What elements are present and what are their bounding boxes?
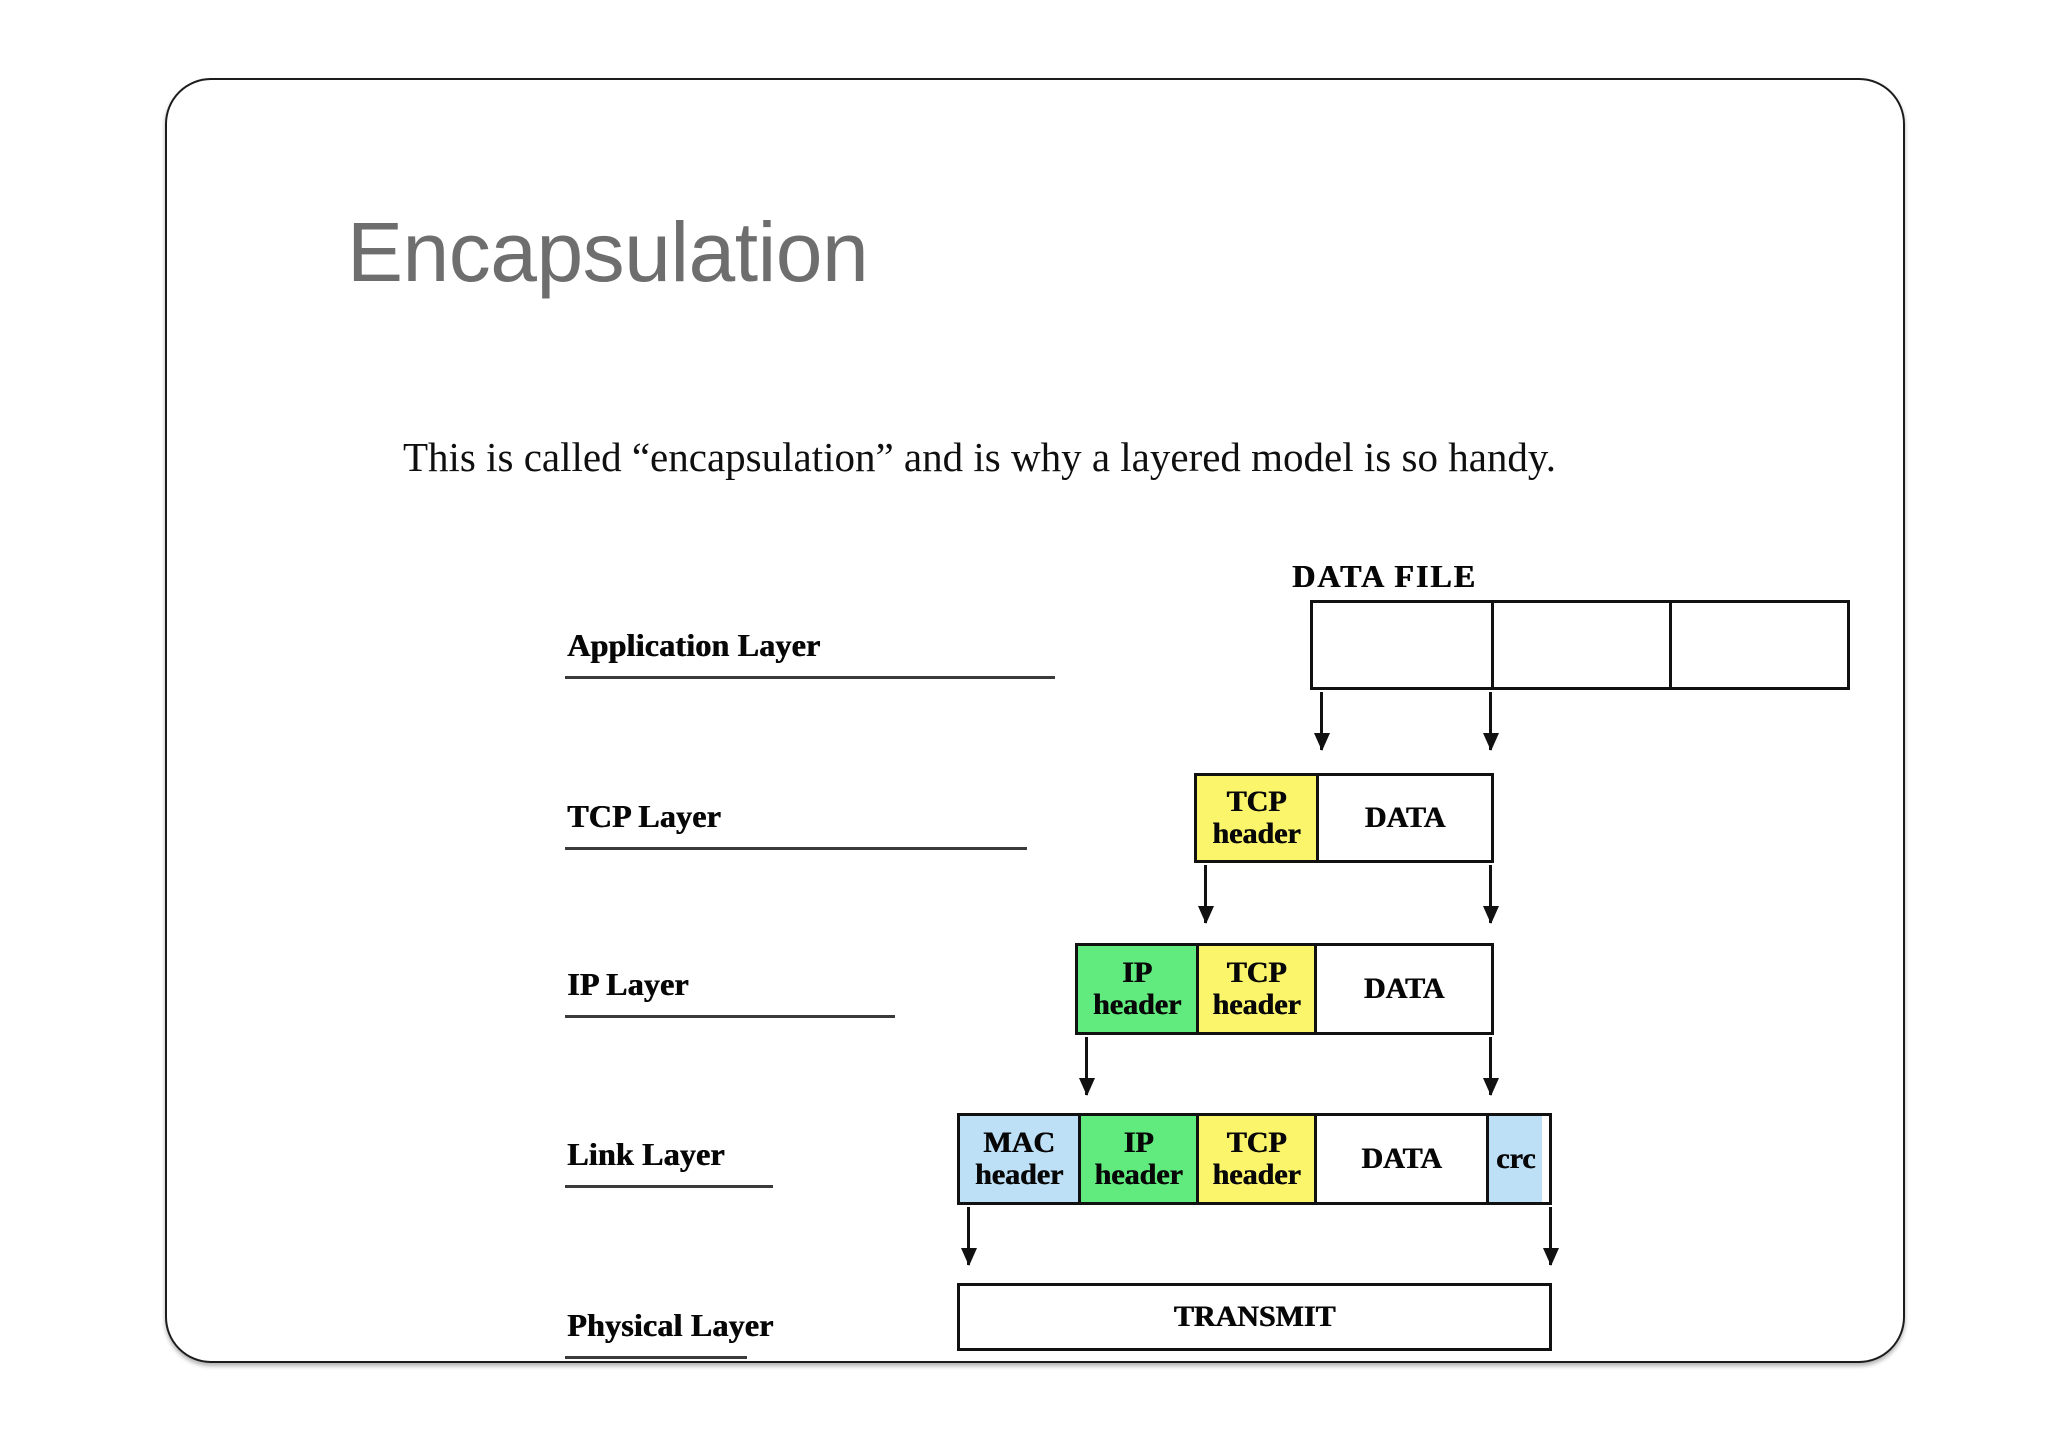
cell-link-data: DATA bbox=[1314, 1116, 1486, 1202]
packet-row-tcp: TCP header DATA bbox=[1194, 773, 1494, 863]
datafile-cell-2 bbox=[1490, 603, 1669, 687]
packet-row-application bbox=[1310, 600, 1850, 690]
cell-mac-header: MAC header bbox=[960, 1116, 1078, 1202]
cell-link-tcp-header: TCP header bbox=[1196, 1116, 1314, 1202]
layer-rule-application bbox=[565, 676, 1055, 679]
layer-label-tcp: TCP Layer bbox=[567, 798, 721, 834]
cell-tcp-header: TCP header bbox=[1197, 776, 1316, 860]
datafile-cell-1 bbox=[1313, 603, 1491, 687]
packet-row-link: MAC header IP header TCP header DATA crc bbox=[957, 1113, 1552, 1205]
cell-ip-data: DATA bbox=[1314, 946, 1491, 1032]
layer-rule-tcp bbox=[565, 847, 1027, 850]
arrow-application-to-tcp-right bbox=[1489, 692, 1492, 750]
data-file-caption: DATA FILE bbox=[1292, 558, 1477, 594]
cell-ip-header: IP header bbox=[1078, 946, 1196, 1032]
cell-ip-tcp-header: TCP header bbox=[1196, 946, 1314, 1032]
arrow-ip-to-link-right bbox=[1489, 1037, 1492, 1095]
arrow-tcp-to-ip-left bbox=[1204, 865, 1207, 923]
arrow-link-to-physical-left bbox=[967, 1207, 970, 1265]
datafile-cell-3 bbox=[1669, 603, 1848, 687]
arrow-ip-to-link-left bbox=[1085, 1037, 1088, 1095]
encapsulation-diagram: DATA FILE Application Layer TCP Layer bbox=[167, 80, 1907, 1365]
layer-label-ip: IP Layer bbox=[567, 966, 689, 1002]
arrow-application-to-tcp-left bbox=[1320, 692, 1323, 750]
layer-label-link: Link Layer bbox=[567, 1136, 725, 1172]
layer-label-application: Application Layer bbox=[567, 627, 821, 663]
slide-card: Encapsulation This is called “encapsulat… bbox=[165, 78, 1905, 1363]
layer-rule-ip bbox=[565, 1015, 895, 1018]
packet-row-physical: TRANSMIT bbox=[957, 1283, 1552, 1351]
layer-label-physical: Physical Layer bbox=[567, 1307, 774, 1343]
layer-rule-link bbox=[565, 1185, 773, 1188]
cell-tcp-data: DATA bbox=[1315, 776, 1491, 860]
packet-row-ip: IP header TCP header DATA bbox=[1075, 943, 1494, 1035]
arrow-tcp-to-ip-right bbox=[1489, 865, 1492, 923]
arrow-link-to-physical-right bbox=[1549, 1207, 1552, 1265]
cell-link-ip-header: IP header bbox=[1078, 1116, 1196, 1202]
page-title: Encapsulation bbox=[347, 205, 869, 299]
layer-rule-physical bbox=[565, 1356, 747, 1359]
cell-transmit: TRANSMIT bbox=[960, 1286, 1549, 1348]
slide-subtitle: This is called “encapsulation” and is wh… bbox=[403, 434, 1556, 480]
cell-link-crc: crc bbox=[1486, 1116, 1542, 1202]
